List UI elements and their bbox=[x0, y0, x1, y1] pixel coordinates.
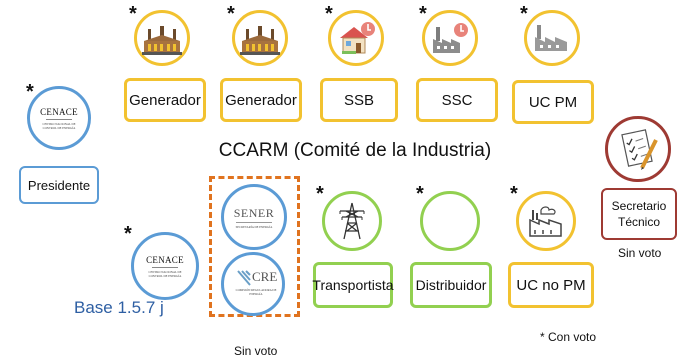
transportista-label: Transportista bbox=[312, 277, 394, 293]
transportista-circle bbox=[322, 191, 382, 251]
generador-1-circle bbox=[134, 10, 190, 66]
generador-2-box: Generador bbox=[220, 78, 302, 122]
presidente-label: Presidente bbox=[27, 177, 91, 193]
uc-no-pm-label: UC no PM bbox=[516, 276, 586, 294]
sener-logo-text: SENER bbox=[233, 206, 275, 220]
ssb-label: SSB bbox=[343, 91, 374, 109]
house-with-meter-icon bbox=[340, 22, 375, 54]
secretario-label: Secretario Técnico bbox=[611, 199, 667, 229]
cre-logo: CRE COMISIÓN REGULADORA DE ENERGÍA bbox=[221, 252, 285, 316]
factory-with-meter-icon bbox=[433, 23, 468, 53]
secretario-box: Secretario Técnico bbox=[601, 188, 677, 240]
presidente-box: Presidente bbox=[19, 166, 99, 204]
cenace-logo-bottom: CENACE CENTRO NACIONAL DE CONTROL DE ENE… bbox=[131, 232, 199, 300]
uc-no-pm-circle bbox=[516, 191, 576, 251]
sener-logo: SENER SECRETARÍA DE ENERGÍA bbox=[221, 184, 287, 250]
secretario-circle bbox=[605, 116, 671, 182]
uc-pm-circle bbox=[524, 10, 580, 66]
con-voto-legend: * Con voto bbox=[540, 330, 597, 344]
voting-star: * bbox=[419, 3, 427, 25]
logo-rule bbox=[236, 222, 272, 223]
voting-star: * bbox=[124, 223, 132, 245]
power-plant-icon bbox=[240, 26, 280, 55]
voting-star: * bbox=[325, 3, 333, 25]
generador-1-box: Generador bbox=[124, 78, 206, 122]
factory-icon bbox=[535, 25, 567, 51]
power-plant-icon bbox=[142, 26, 182, 55]
ssb-circle bbox=[328, 10, 384, 66]
voting-star: * bbox=[416, 183, 424, 205]
uc-pm-label: UC PM bbox=[528, 93, 578, 111]
voting-star: * bbox=[316, 183, 324, 205]
distribuidor-label: Distribuidor bbox=[415, 277, 487, 293]
uc-pm-box: UC PM bbox=[512, 80, 594, 124]
base-reference: Base 1.5.7 j bbox=[74, 298, 164, 317]
voting-star: * bbox=[129, 3, 137, 25]
distribuidor-circle bbox=[420, 191, 480, 251]
voting-star: * bbox=[520, 3, 528, 25]
sin-voto-secretario-label: Sin voto bbox=[618, 246, 662, 260]
ssb-box: SSB bbox=[320, 78, 398, 122]
voting-star: * bbox=[227, 3, 235, 25]
generador-1-label: Generador bbox=[129, 91, 201, 109]
cenace-logo-text: CENACE bbox=[146, 255, 184, 265]
committee-title: CCARM (Comité de la Industria) bbox=[218, 140, 492, 161]
transmission-tower-icon bbox=[339, 202, 365, 240]
cenace-logo-subtitle: CENTRO NACIONAL DE CONTROL DE ENERGÍA bbox=[148, 270, 182, 278]
generador-2-label: Generador bbox=[225, 91, 297, 109]
voting-star: * bbox=[510, 183, 518, 205]
uc-no-pm-box: UC no PM bbox=[508, 262, 594, 308]
sener-logo-subtitle: SECRETARÍA DE ENERGÍA bbox=[235, 225, 273, 229]
cenace-logo-text: CENACE bbox=[40, 107, 78, 117]
cre-emblem-icon bbox=[237, 270, 251, 286]
ssc-circle bbox=[422, 10, 478, 66]
logo-rule bbox=[46, 119, 72, 120]
ssc-box: SSC bbox=[416, 78, 498, 122]
cre-logo-text: CRE bbox=[252, 269, 278, 284]
transportista-box: Transportista bbox=[312, 262, 394, 308]
industrial-building-icon bbox=[529, 206, 562, 237]
logo-rule bbox=[152, 267, 178, 268]
document-checklist-icon bbox=[621, 129, 658, 170]
voting-star: * bbox=[26, 81, 34, 103]
ssc-label: SSC bbox=[441, 91, 473, 109]
generador-2-circle bbox=[232, 10, 288, 66]
distribuidor-box: Distribuidor bbox=[410, 262, 492, 308]
cenace-logo-president: CENACE CENTRO NACIONAL DE CONTROL DE ENE… bbox=[27, 86, 91, 150]
cre-logo-subtitle: COMISIÓN REGULADORA DE ENERGÍA bbox=[235, 288, 277, 296]
cenace-logo-subtitle: CENTRO NACIONAL DE CONTROL DE ENERGÍA bbox=[42, 122, 76, 130]
sin-voto-group-label: Sin voto bbox=[234, 344, 278, 358]
